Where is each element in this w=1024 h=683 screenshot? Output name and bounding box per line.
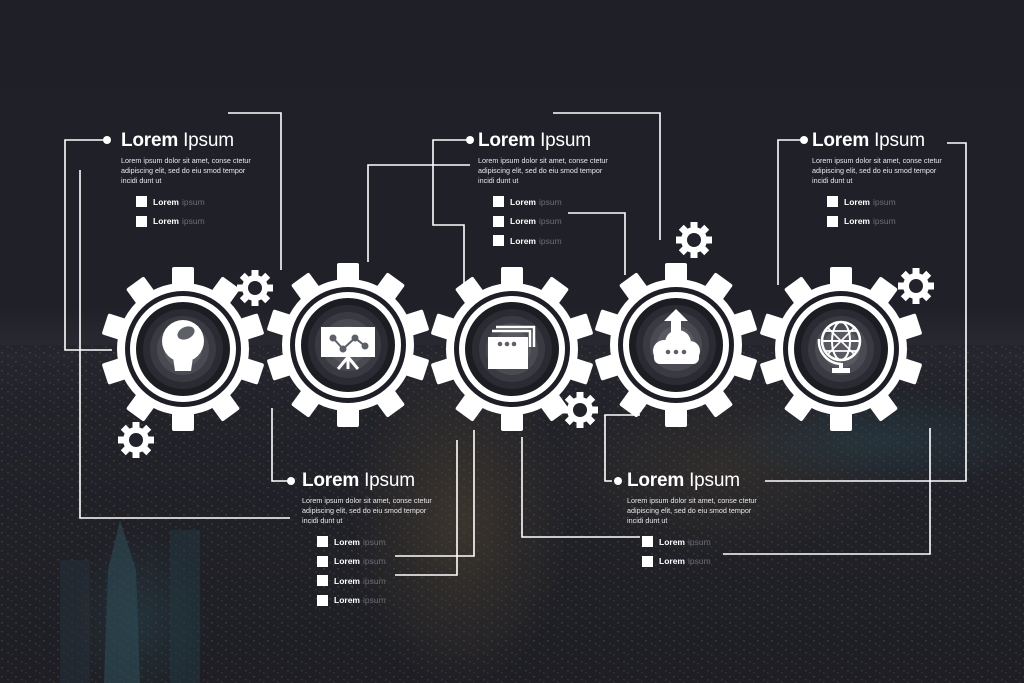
step-title: Lorem Ipsum: [627, 470, 740, 491]
checkbox-square[interactable]: [317, 555, 328, 567]
checkbox-square[interactable]: [493, 235, 504, 247]
step-description: Lorem ipsum dolor sit amet, conse ctetur…: [302, 496, 432, 525]
checkbox-square[interactable]: [827, 215, 838, 227]
checkbox-square[interactable]: [317, 575, 328, 587]
step-block-1: Lorem Ipsum Lorem ipsum dolor sit amet, …: [121, 130, 261, 231]
checkbox-square[interactable]: [642, 536, 653, 548]
step-description: Lorem ipsum dolor sit amet, conse ctetur…: [478, 156, 608, 185]
step-title: Lorem Ipsum: [121, 130, 234, 151]
step-title: Lorem Ipsum: [478, 130, 591, 151]
checkbox-square[interactable]: [317, 594, 328, 606]
step-block-2: Lorem Ipsum Lorem ipsum dolor sit amet, …: [302, 470, 442, 610]
checkbox-square[interactable]: [493, 215, 504, 227]
checkbox-square[interactable]: [827, 196, 838, 208]
step-description: Lorem ipsum dolor sit amet, conse ctetur…: [812, 156, 942, 185]
step-block-5: Lorem Ipsum Lorem ipsum dolor sit amet, …: [812, 130, 952, 231]
step-title: Lorem Ipsum: [302, 470, 415, 491]
step-block-3: Lorem Ipsum Lorem ipsum dolor sit amet, …: [478, 130, 618, 251]
step-title: Lorem Ipsum: [812, 130, 925, 151]
step-description: Lorem ipsum dolor sit amet, conse ctetur…: [121, 156, 251, 185]
checkbox-square[interactable]: [642, 555, 653, 567]
step-description: Lorem ipsum dolor sit amet, conse ctetur…: [627, 496, 757, 525]
step-block-4: Lorem Ipsum Lorem ipsum dolor sit amet, …: [627, 470, 767, 571]
checkbox-square[interactable]: [136, 215, 147, 227]
checkbox-square[interactable]: [317, 536, 328, 548]
checkbox-square[interactable]: [136, 196, 147, 208]
checkbox-square[interactable]: [493, 196, 504, 208]
